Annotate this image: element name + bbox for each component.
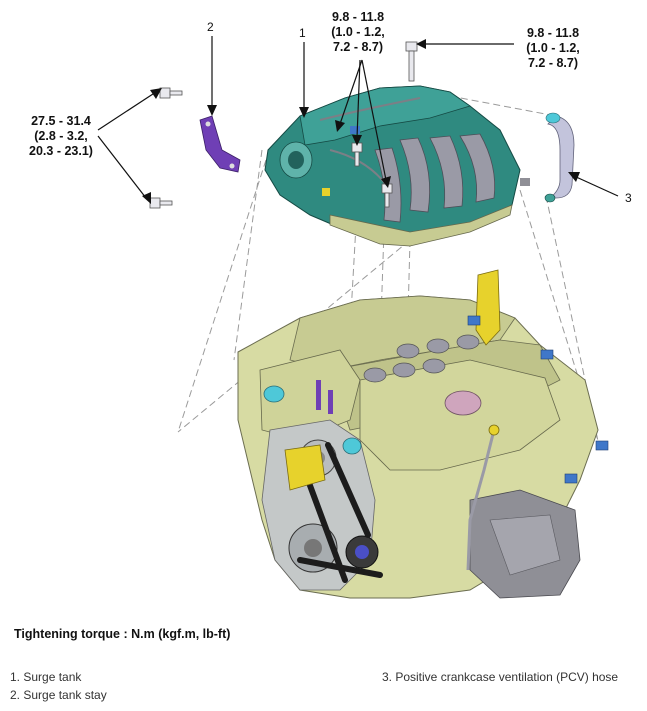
- callout-arrowheads: [142, 39, 580, 204]
- torque-line: 9.8 - 11.8: [526, 26, 580, 40]
- legend-item-surge-tank: 1. Surge tank: [10, 670, 82, 684]
- torque-line: (1.0 - 1.2,: [331, 25, 385, 39]
- torque-line: (2.8 - 3.2,: [34, 129, 88, 143]
- part-number-3: 3: [625, 191, 632, 205]
- legend-item-pcv-hose: 3. Positive crankcase ventilation (PCV) …: [382, 670, 619, 684]
- part-number-1: 1: [299, 26, 306, 40]
- legend-item-surge-tank-stay: 2. Surge tank stay: [10, 688, 107, 702]
- torque-line: (1.0 - 1.2,: [526, 41, 580, 55]
- torque-line: 20.3 - 23.1): [29, 144, 93, 158]
- stay-bolts: [149, 87, 183, 209]
- torque-line: 9.8 - 11.8: [331, 10, 385, 24]
- part-number-2: 2: [207, 20, 214, 34]
- callout-leaders: [97, 36, 619, 199]
- surge-tank: [264, 85, 530, 247]
- torque-callout-center: 9.8 - 11.8 (1.0 - 1.2, 7.2 - 8.7): [318, 10, 398, 55]
- torque-line: 27.5 - 31.4: [31, 114, 91, 128]
- surge-tank-bolts: [351, 41, 418, 208]
- torque-callout-right: 9.8 - 11.8 (1.0 - 1.2, 7.2 - 8.7): [512, 26, 594, 71]
- torque-line: 7.2 - 8.7): [527, 56, 579, 70]
- torque-title: Tightening torque : N.m (kgf.m, lb-ft): [14, 627, 231, 641]
- torque-callout-left: 27.5 - 31.4 (2.8 - 3.2, 20.3 - 23.1): [20, 114, 102, 159]
- engine-block: [237, 269, 609, 599]
- engine-exploded-diagram: [97, 36, 619, 599]
- surge-tank-stay: [199, 115, 241, 173]
- torque-line: 7.2 - 8.7): [332, 40, 384, 54]
- oil-filler-cap: [444, 390, 482, 416]
- pcv-hose: [544, 112, 575, 203]
